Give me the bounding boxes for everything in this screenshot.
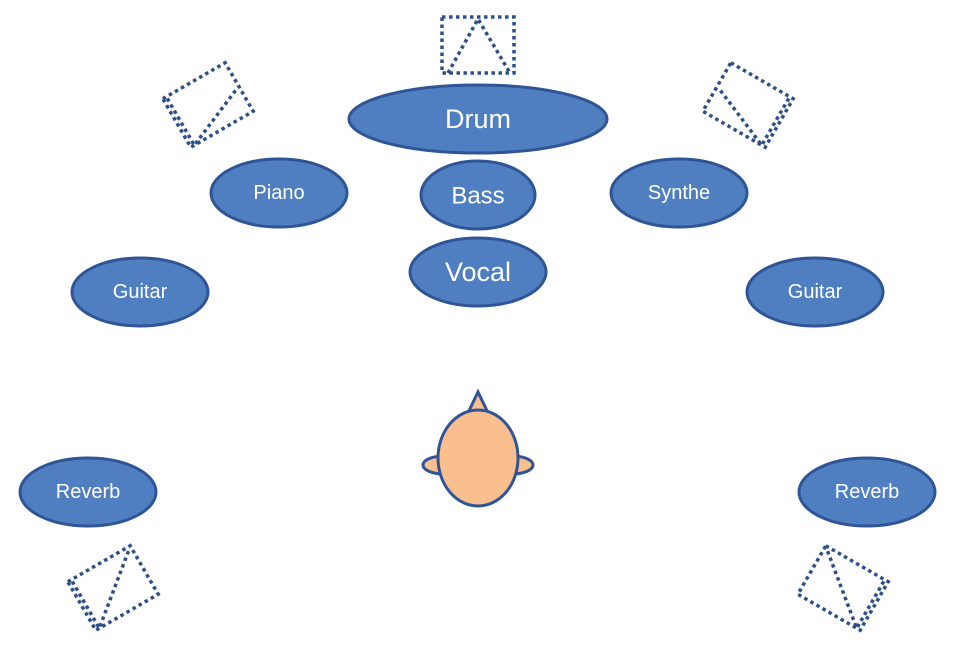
node-vocal: Vocal — [408, 236, 548, 308]
node-guitar-left-label: Guitar — [113, 281, 168, 303]
node-drum: Drum — [347, 83, 609, 155]
node-synthe-label: Synthe — [648, 182, 710, 204]
node-guitar-left: Guitar — [70, 256, 210, 328]
node-piano: Piano — [209, 157, 349, 229]
node-bass-label: Bass — [451, 183, 504, 210]
listener-head-icon — [421, 388, 535, 508]
node-piano-label: Piano — [253, 182, 304, 204]
node-reverb-right-label: Reverb — [835, 481, 899, 503]
node-reverb-right: Reverb — [797, 456, 937, 528]
speaker-icon-bottom-right — [795, 543, 891, 633]
node-synthe: Synthe — [609, 157, 749, 229]
node-drum-label: Drum — [445, 104, 511, 134]
node-vocal-label: Vocal — [445, 257, 511, 287]
speaker-icon-top — [440, 15, 516, 75]
node-guitar-right-label: Guitar — [788, 281, 843, 303]
node-guitar-right: Guitar — [745, 256, 885, 328]
speaker-icon-bottom-left — [65, 543, 161, 633]
node-reverb-left: Reverb — [18, 456, 158, 528]
node-reverb-left-label: Reverb — [56, 481, 120, 503]
speaker-icon-top-right — [700, 60, 796, 150]
node-bass: Bass — [419, 159, 537, 231]
speaker-icon-top-left — [160, 60, 256, 150]
